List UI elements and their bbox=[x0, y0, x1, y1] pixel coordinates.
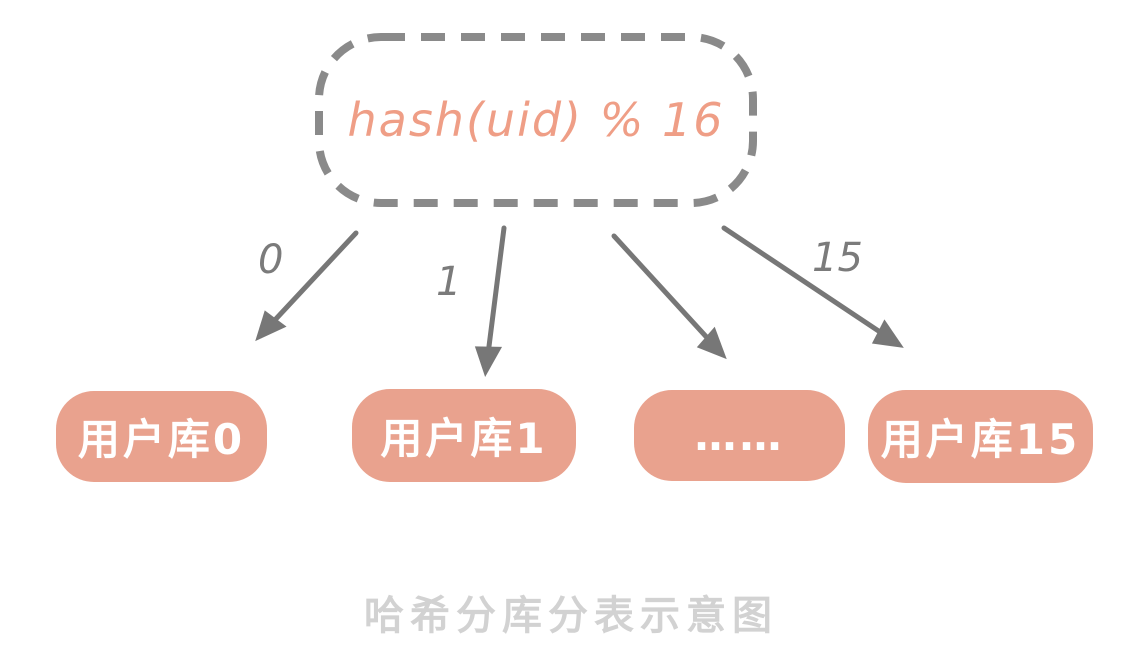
shard-box-user-db-0: 用户库0 bbox=[56, 391, 267, 482]
shard-box-ellipsis: …… bbox=[634, 390, 845, 481]
arrow-3 bbox=[721, 225, 904, 348]
arrow-1 bbox=[474, 225, 507, 377]
shard-box-user-db-15: 用户库15 bbox=[868, 390, 1093, 483]
hash-node-label: hash(uid) % 16 bbox=[347, 93, 725, 147]
arrow-label-1: 1 bbox=[436, 259, 462, 305]
arrow-2 bbox=[611, 233, 727, 360]
diagram-caption: 哈希分库分表示意图 bbox=[364, 593, 778, 639]
shard-box-user-db-1: 用户库1 bbox=[352, 389, 576, 482]
arrow-label-15: 15 bbox=[812, 235, 863, 281]
arrow-label-0: 0 bbox=[258, 237, 284, 283]
